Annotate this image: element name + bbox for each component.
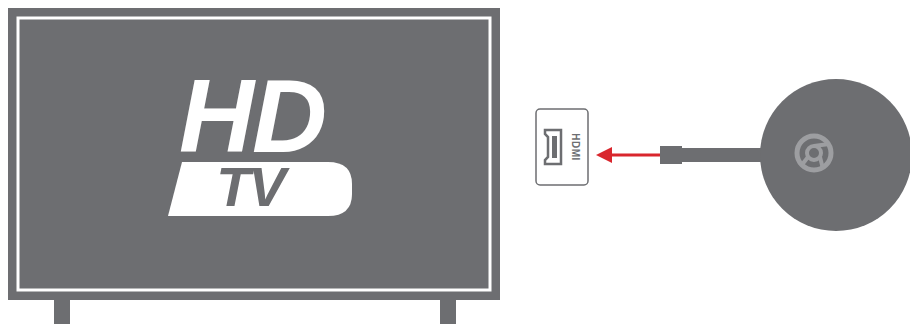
cable <box>680 148 770 162</box>
tv-leg <box>54 296 70 324</box>
tv-screen: HDTV <box>26 26 482 282</box>
insert-arrow <box>608 154 664 157</box>
port-outline <box>535 108 589 186</box>
port-label: HDMI <box>570 133 580 161</box>
arrow-head <box>596 147 612 163</box>
tv-frame <box>8 8 500 300</box>
tv-leg <box>440 296 456 324</box>
tv-bezel-line <box>18 18 490 290</box>
hdmi-plug <box>660 146 682 164</box>
logo-text: TV <box>158 159 342 215</box>
chromecast-disk <box>760 79 910 231</box>
hdmi-port: HDMI <box>535 108 589 186</box>
logo-text: HD <box>24 64 480 168</box>
tv-band: TV <box>168 162 352 216</box>
chrome-logo <box>797 136 831 170</box>
